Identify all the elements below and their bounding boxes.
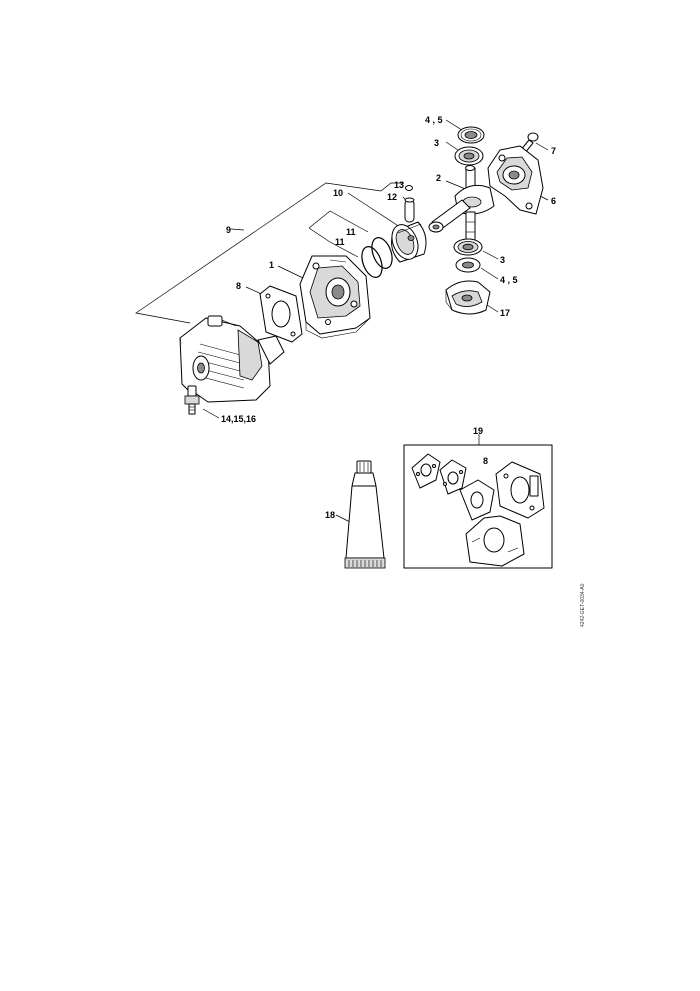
callout-18: 18 xyxy=(325,510,335,520)
seal-ring-bottom xyxy=(455,257,481,273)
callout-9: 9 xyxy=(226,225,231,235)
callout-4-5-bottom: 4 , 5 xyxy=(500,275,518,285)
ball-bearing-top xyxy=(454,146,484,166)
crankcase xyxy=(299,255,371,339)
callout-1: 1 xyxy=(269,260,274,270)
kit-gasket-flange-1 xyxy=(411,453,441,489)
callout-3-bottom: 3 xyxy=(500,255,505,265)
cylinder xyxy=(179,315,285,403)
spark-plug xyxy=(184,385,200,415)
kit-gasket-crankcase xyxy=(465,515,525,567)
callout-14-15-16: 14,15,16 xyxy=(221,414,256,424)
sealant-tube xyxy=(344,460,386,569)
seal-ring-top xyxy=(457,126,485,144)
callout-labels: 4 , 5 3 7 2 6 13 10 12 9 11 11 3 1 4 , 5… xyxy=(221,115,556,520)
callout-2: 2 xyxy=(436,173,441,183)
callout-8-kit: 8 xyxy=(483,456,488,466)
crankcase-half xyxy=(487,145,544,215)
callout-6: 6 xyxy=(551,196,556,206)
callout-13: 13 xyxy=(394,180,404,190)
circlip xyxy=(405,185,413,191)
callout-17: 17 xyxy=(500,308,510,318)
callout-11-a: 11 xyxy=(346,227,356,237)
ball-bearing-bottom xyxy=(453,238,483,256)
crankshaft xyxy=(428,165,495,245)
piston-ring-1 xyxy=(371,237,393,269)
callout-3-top: 3 xyxy=(434,138,439,148)
cylinder-gasket xyxy=(259,285,303,343)
piston-pin xyxy=(404,197,415,223)
callout-19: 19 xyxy=(473,426,483,436)
kit-gasket-flange-2 xyxy=(439,459,467,495)
piston-ring-2 xyxy=(361,246,383,278)
callout-11-b: 11 xyxy=(335,237,345,247)
kit-gasket-cylinder xyxy=(495,461,545,519)
callout-12: 12 xyxy=(387,192,397,202)
bearing-housing xyxy=(445,280,491,315)
callout-7: 7 xyxy=(551,146,556,156)
callout-10: 10 xyxy=(333,188,343,198)
drawing-reference: 4242-GET-0034-A0 xyxy=(580,583,586,627)
callout-4-5-top: 4 , 5 xyxy=(425,115,443,125)
callout-8: 8 xyxy=(236,281,241,291)
leader-lines xyxy=(135,119,549,523)
piston xyxy=(391,221,427,263)
kit-gasket-block xyxy=(459,479,495,521)
